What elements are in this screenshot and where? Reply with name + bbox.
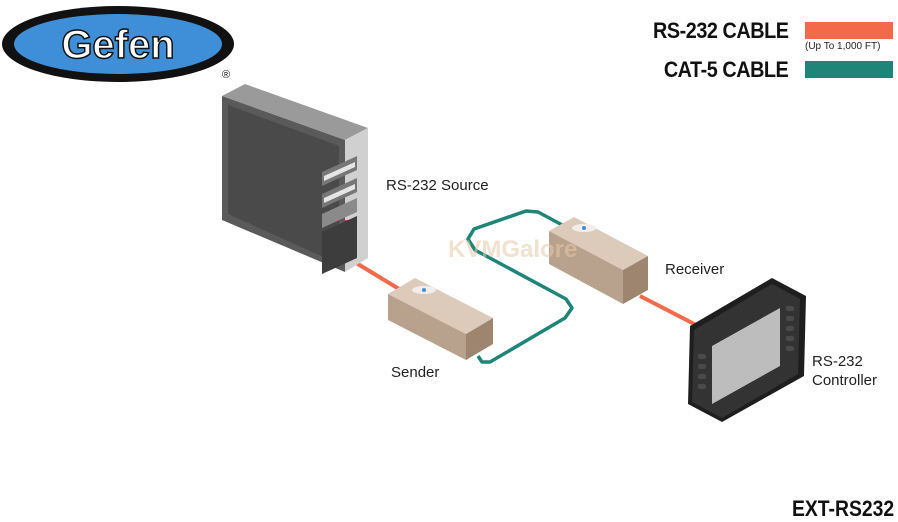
controller-label-line1: RS-232 [812, 353, 863, 370]
controller-label: RS-232 Controller [812, 352, 877, 390]
sender-label: Sender [391, 364, 440, 381]
cat5-cable [466, 209, 574, 364]
controller-tablet-icon [688, 278, 806, 422]
watermark-text: KVMGalore [448, 236, 578, 263]
legend-cat5-swatch [805, 61, 893, 78]
controller-label-line2: Controller [812, 372, 878, 389]
gefen-logo: Gefen ® [2, 6, 234, 82]
logo-text: Gefen [61, 23, 174, 67]
pc-tower-icon [222, 84, 368, 274]
model-number: EXT-RS232 [791, 496, 894, 521]
registered-mark: ® [222, 69, 230, 81]
legend-rs232-swatch [805, 22, 893, 39]
legend-rs232-note: (Up To 1,000 FT) [805, 41, 881, 52]
rs232-cable-receiver-controller [639, 294, 701, 329]
sender-box-icon [388, 278, 493, 360]
source-label: RS-232 Source [386, 177, 489, 194]
receiver-box-icon [549, 217, 648, 304]
receiver-label: Receiver [665, 261, 725, 278]
legend-cat5-label: CAT-5 CABLE [663, 57, 789, 82]
legend-rs232-label: RS-232 CABLE [652, 18, 789, 43]
